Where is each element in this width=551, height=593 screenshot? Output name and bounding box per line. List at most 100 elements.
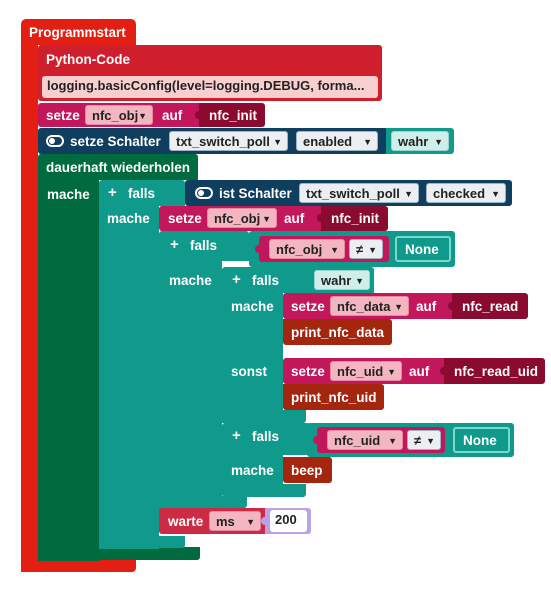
number-field[interactable]: 200 (270, 510, 307, 532)
plus-icon[interactable]: + (232, 427, 241, 444)
variable-dropdown-label: nfc_data (337, 299, 391, 314)
chevron-down-icon: ▼ (355, 276, 364, 286)
if3-mache-label: mache (231, 299, 274, 314)
operator-dropdown-label: ≠ (356, 242, 364, 257)
property-dropdown-label: enabled (303, 134, 353, 149)
variable-dropdown-label: nfc_uid (337, 364, 384, 379)
python-code-block[interactable]: Python-Code logging.basicConfig(level=lo… (38, 45, 382, 101)
variable-dropdown[interactable]: nfc_obj ▼ (269, 239, 345, 259)
set-auf-label: auf (162, 108, 183, 123)
wahr-dropdown[interactable]: wahr▼ (391, 131, 449, 151)
plus-icon[interactable]: + (170, 236, 179, 253)
if4-mache-label: mache (231, 463, 274, 478)
program-start-block[interactable]: Programmstart (21, 19, 136, 45)
nfc-read-uid-label: nfc_read_uid (454, 364, 539, 379)
wait-block[interactable]: warte ms ▼ (159, 508, 267, 534)
chevron-down-icon: ▼ (330, 245, 339, 255)
none-value-block[interactable]: None (395, 236, 451, 262)
property-dropdown[interactable]: checked▼ (426, 183, 506, 203)
set-switch-block[interactable]: setze Schalter txt_switch_poll▼ enabled▼ (38, 128, 388, 154)
property-dropdown-label: checked (433, 186, 486, 201)
program-start-bottom (21, 560, 136, 572)
loop-mache-label: mache (47, 187, 90, 202)
switch-dropdown-label: txt_switch_poll (306, 186, 400, 201)
operator-dropdown[interactable]: ≠▼ (407, 430, 441, 450)
variable-dropdown[interactable]: nfc_obj▼ (207, 208, 277, 228)
operator-dropdown[interactable]: ≠▼ (349, 239, 383, 259)
set-variable-block[interactable]: setze nfc_obj▼ auf (159, 206, 323, 231)
python-code-field[interactable]: logging.basicConfig(level=logging.DEBUG,… (42, 76, 378, 98)
value-connector-icon (255, 245, 263, 253)
switch-dropdown[interactable]: txt_switch_poll▼ (169, 131, 288, 151)
is-switch-label: ist Schalter (219, 186, 292, 201)
beep-label: beep (291, 463, 323, 478)
variable-dropdown[interactable]: nfc_uid▼ (330, 361, 402, 381)
variable-dropdown-label: nfc_obj (214, 211, 261, 226)
unit-dropdown-label: ms (216, 514, 235, 529)
variable-dropdown-label: nfc_obj (92, 108, 139, 123)
compare-block[interactable]: nfc_uid▼ ≠▼ None (307, 423, 514, 457)
is-switch-block[interactable]: ist Schalter txt_switch_poll▼ checked▼ (185, 180, 512, 206)
nfc-init-label: nfc_init (331, 211, 380, 226)
switch-toggle-icon (195, 187, 213, 199)
if-falls-label: falls (128, 186, 156, 201)
set-keyword: setze (291, 364, 325, 379)
if-block-outer[interactable]: + falls (99, 180, 185, 206)
nfc-read-label: nfc_read (462, 299, 519, 314)
if2-falls-label: falls (190, 238, 218, 253)
if-block-3[interactable]: + falls wahr▼ (222, 267, 374, 293)
variable-dropdown[interactable]: nfc_data▼ (330, 296, 409, 316)
none-label: None (405, 242, 439, 257)
none-label: None (463, 433, 497, 448)
wahr-dropdown[interactable]: wahr▼ (314, 270, 370, 290)
set-variable-block[interactable]: setze nfc_data▼ auf (283, 293, 454, 319)
forever-loop-arm (38, 180, 99, 561)
chevron-down-icon: ▼ (246, 517, 255, 527)
set-variable-block[interactable]: setze nfc_uid▼ auf (283, 358, 446, 384)
chevron-down-icon: ▼ (394, 302, 403, 312)
chevron-down-icon: ▼ (262, 214, 271, 224)
variable-dropdown[interactable]: nfc_obj▼ (85, 105, 153, 125)
nfc-init-value-block[interactable]: nfc_init (195, 103, 265, 127)
value-connector-icon (313, 436, 321, 444)
print-nfc-uid-block[interactable]: print_nfc_uid (283, 384, 384, 410)
if3-falls-label: falls (252, 273, 280, 288)
plus-icon[interactable]: + (108, 184, 117, 201)
if-block-2[interactable]: + falls (159, 231, 249, 261)
forever-loop-block[interactable]: dauerhaft wiederholen (38, 154, 198, 180)
none-value-block[interactable]: None (453, 427, 510, 453)
if4-bottom (222, 484, 306, 497)
set-auf-label: auf (416, 299, 437, 314)
wahr-dropdown-label: wahr (398, 134, 429, 149)
variable-dropdown-label: nfc_uid (334, 433, 381, 448)
set-variable-block[interactable]: setze nfc_obj▼ auf (38, 103, 201, 127)
set-keyword: setze (168, 211, 202, 226)
chevron-down-icon: ▼ (387, 367, 396, 377)
number-value-block[interactable]: 200 (261, 508, 311, 534)
property-dropdown[interactable]: enabled▼ (296, 131, 378, 151)
if-block-4[interactable]: + falls (222, 423, 310, 455)
if-outer-arm (99, 206, 159, 549)
nfc-read-uid-value-block[interactable]: nfc_read_uid (440, 358, 545, 384)
switch-dropdown[interactable]: txt_switch_poll▼ (299, 183, 419, 203)
program-start-label: Programmstart (29, 25, 126, 40)
if3-arm (222, 293, 283, 423)
program-start-arm (21, 44, 38, 572)
forever-loop-label: dauerhaft wiederholen (46, 160, 191, 175)
value-connector-icon (448, 302, 456, 310)
if4-falls-label: falls (252, 429, 280, 444)
unit-dropdown[interactable]: ms ▼ (209, 511, 261, 531)
nfc-init-value-block[interactable]: nfc_init (317, 206, 388, 231)
variable-dropdown-label: nfc_obj (276, 242, 323, 257)
nfc-read-value-block[interactable]: nfc_read (448, 293, 528, 319)
set-auf-label: auf (284, 211, 305, 226)
if2-bottom (159, 496, 247, 508)
if3-sonst-label: sonst (231, 364, 268, 379)
plus-icon[interactable]: + (232, 271, 241, 288)
print-nfc-data-block[interactable]: print_nfc_data (283, 319, 392, 345)
wait-label: warte (168, 514, 204, 529)
beep-block[interactable]: beep (283, 457, 332, 483)
wahr-value-block[interactable]: wahr▼ (386, 128, 454, 154)
variable-dropdown[interactable]: nfc_uid▼ (327, 430, 403, 450)
compare-block[interactable]: nfc_obj ▼ ≠▼ None (249, 231, 455, 267)
